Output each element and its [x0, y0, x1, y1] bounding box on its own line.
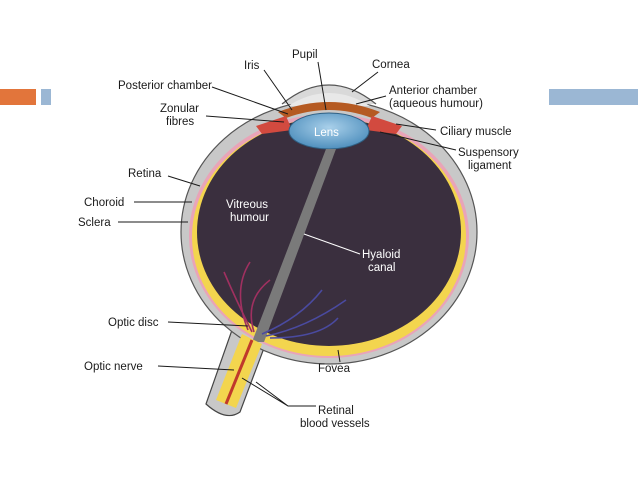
label-ciliary-muscle: Ciliary muscle — [440, 126, 512, 138]
accent-bar-left-orange — [0, 89, 36, 105]
optic-nerve-vessel — [224, 339, 254, 405]
label-anterior-chamber-line2: (aqueous humour) — [389, 98, 483, 110]
label-retinal-vessels-line2: blood vessels — [300, 418, 370, 430]
label-suspensory-line2: ligament — [468, 160, 512, 172]
label-lens: Lens — [314, 127, 339, 139]
label-vitreous-line1: Vitreous — [226, 199, 268, 211]
accent-bar-right-blue — [549, 89, 638, 105]
label-vitreous-line2: humour — [230, 212, 269, 224]
label-iris: Iris — [244, 60, 260, 72]
label-suspensory-line1: Suspensory — [458, 147, 519, 159]
label-retinal-vessels-line1: Retinal — [318, 405, 354, 417]
label-sclera: Sclera — [78, 217, 111, 229]
label-choroid: Choroid — [84, 197, 124, 209]
hyaloid-canal — [252, 149, 336, 342]
label-hyaloid-line2: canal — [368, 262, 396, 274]
label-zonular-line2: fibres — [166, 116, 194, 128]
vitreous-body — [197, 118, 461, 346]
label-optic-disc: Optic disc — [108, 317, 159, 329]
label-posterior-chamber: Posterior chamber — [118, 80, 212, 92]
label-anterior-chamber-line1: Anterior chamber — [389, 85, 477, 97]
accent-bar-left-blue — [41, 89, 51, 105]
label-fovea: Fovea — [318, 363, 351, 375]
label-cornea: Cornea — [372, 59, 410, 71]
retinal-vessels-right — [261, 289, 347, 339]
label-optic-nerve: Optic nerve — [84, 361, 143, 373]
ciliary-body-right — [366, 116, 402, 134]
label-zonular-line1: Zonular — [160, 103, 199, 115]
leader-lines — [118, 61, 457, 407]
label-hyaloid-line1: Hyaloid — [362, 249, 400, 261]
iris — [278, 102, 380, 118]
label-pupil: Pupil — [292, 49, 318, 61]
label-retina: Retina — [128, 168, 162, 180]
anterior-chamber — [288, 93, 370, 106]
retinal-vessels-left — [223, 261, 271, 333]
ciliary-body-left — [256, 116, 292, 134]
